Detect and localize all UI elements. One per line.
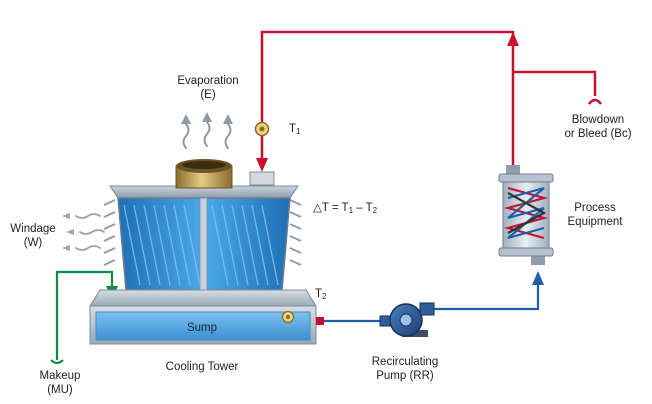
blowdown-outlet-icon — [588, 98, 602, 105]
recirculating-pump-icon — [379, 302, 435, 337]
process-equipment-label: Process Equipment — [567, 202, 623, 228]
windage-label: Windage (W) — [10, 223, 56, 249]
sump-label: Sump — [186, 322, 218, 334]
recirculating-pump-label: Recirculating Pump (RR) — [371, 356, 439, 382]
windage-drift-icon — [62, 213, 105, 251]
process-equipment-exchanger — [498, 165, 554, 265]
water-distribution-box — [249, 171, 275, 186]
blowdown-label: Blowdown or Bleed (Bc) — [564, 114, 632, 140]
sump-basin — [89, 289, 324, 345]
hot-water-line — [254, 30, 602, 172]
delta-t-formula: △T = T1 – T2 — [313, 202, 378, 215]
sump-outlet-valve-icon — [316, 317, 324, 325]
cooling-tower-label: Cooling Tower — [165, 361, 239, 373]
t2-label: T2 — [315, 288, 327, 301]
cold-water-line — [320, 271, 544, 323]
cooling-tower — [103, 159, 302, 291]
evaporation-label: Evaporation (E) — [177, 75, 239, 101]
evaporation-vapor-icon — [181, 112, 233, 149]
makeup-label: Makeup (MU) — [39, 370, 81, 396]
t1-label: T1 — [289, 123, 301, 136]
